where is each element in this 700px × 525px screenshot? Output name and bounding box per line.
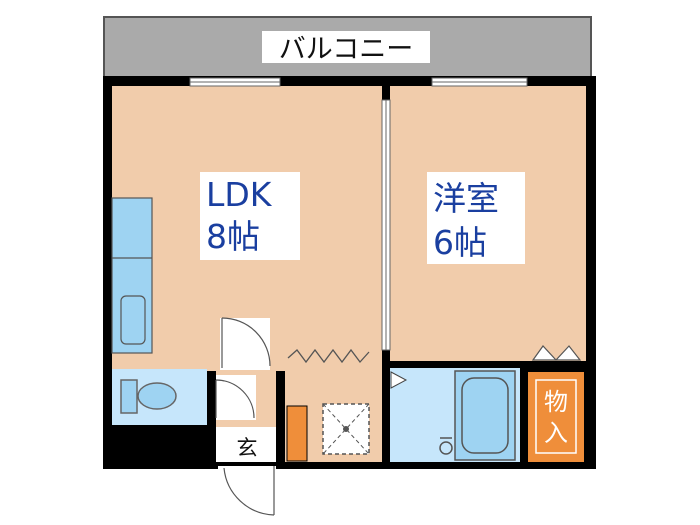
western-room-type-label: 洋室 <box>433 179 499 218</box>
ldk-label: LDK 8帖 <box>200 172 300 260</box>
bathtub-icon <box>454 370 516 461</box>
storage-label-2: 入 <box>544 419 568 447</box>
balcony-windows <box>189 77 528 87</box>
balcony-label: バルコニー <box>279 34 413 65</box>
toilet-icon <box>120 379 177 414</box>
western-room-label: 洋室 6帖 <box>427 172 525 264</box>
washer-space <box>322 403 370 455</box>
shoe-box <box>286 405 308 462</box>
folding-door-icon <box>287 348 370 364</box>
balcony: バルコニー <box>103 16 592 78</box>
sliding-partition <box>381 99 391 351</box>
washbasin-icon <box>439 437 453 455</box>
western-room-size-label: 6帖 <box>433 223 487 262</box>
toilet-door-swing <box>215 375 256 420</box>
kitchen-counter <box>111 197 153 354</box>
ldk-size-label: 8帖 <box>206 217 260 256</box>
storage-label-1: 物 <box>544 388 568 416</box>
entrance-door-swing <box>218 466 276 516</box>
entrance-label: 玄 <box>237 436 258 460</box>
ldk-door-swing <box>220 317 271 370</box>
storage-door-icon <box>531 345 582 361</box>
bathroom-door-icon <box>390 371 408 389</box>
ldk-type-label: LDK <box>206 175 273 214</box>
